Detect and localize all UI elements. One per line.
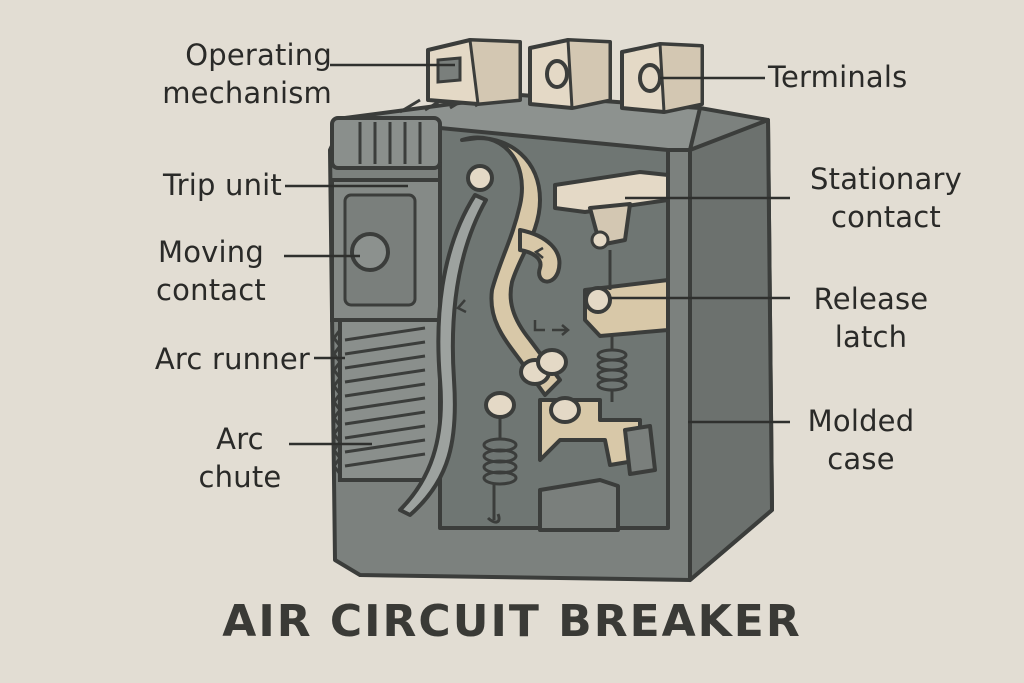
base-blocks: [538, 424, 657, 532]
trip-spring: [482, 418, 518, 524]
diagram-title: AIR CIRCUIT BREAKER: [222, 596, 802, 647]
mechanism-linkage: [460, 135, 562, 397]
label-trip-unit: Trip unit: [162, 168, 282, 202]
label-arc-runner: Arc runner: [154, 342, 310, 376]
case-side-face: [688, 118, 774, 582]
operating-mechanism-block: [330, 116, 442, 170]
trip-unit-housing: [330, 178, 442, 322]
terminal-left: [426, 38, 522, 106]
label-arc-chute: Arc chute: [198, 422, 282, 494]
link-pins: [484, 348, 581, 424]
label-operating-mechanism: Operating mechanism: [162, 38, 332, 110]
pivot-top: [466, 164, 494, 192]
latch-spring: [596, 336, 628, 402]
label-molded-case: Molded case: [807, 404, 915, 476]
label-terminals: Terminals: [768, 60, 908, 94]
stationary-contact: [553, 170, 670, 250]
terminal-middle: [528, 38, 612, 110]
label-release-latch: Release latch: [813, 282, 929, 354]
arc-chute: [332, 318, 442, 482]
leader-lines: [284, 63, 790, 446]
release-latch: [583, 250, 670, 338]
label-moving-contact: Moving contact: [156, 235, 266, 307]
motion-arrows: [455, 246, 570, 336]
arc-runner: [398, 193, 488, 517]
label-stationary-contact: Stationary contact: [810, 162, 962, 234]
